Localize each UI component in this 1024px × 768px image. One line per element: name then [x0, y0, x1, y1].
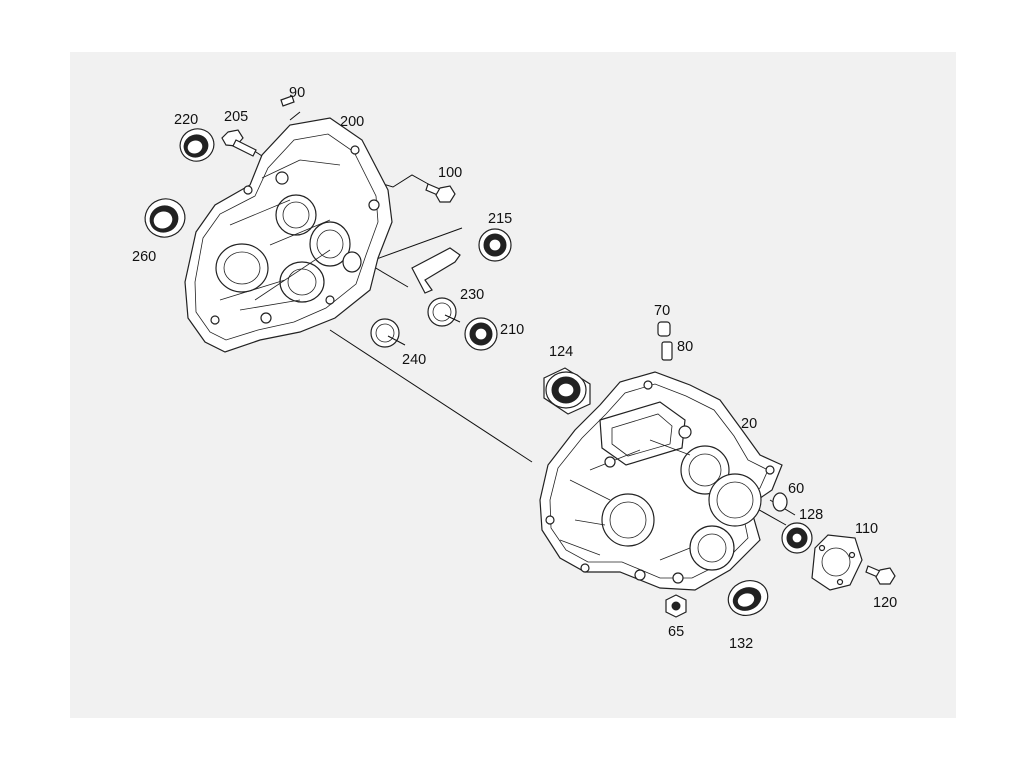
bearing-128 — [781, 522, 813, 554]
plug-60 — [772, 492, 788, 512]
bracket-230 — [411, 247, 461, 327]
callout-70: 70 — [654, 303, 670, 319]
disc-240 — [370, 318, 406, 348]
diagram-background — [70, 52, 956, 718]
callout-124: 124 — [549, 344, 573, 360]
bearing-124 — [543, 367, 591, 415]
callout-240: 240 — [402, 352, 426, 368]
callout-110: 110 — [855, 521, 878, 537]
nut-65 — [665, 594, 687, 618]
cover-110 — [811, 534, 863, 591]
bolt-120 — [865, 565, 896, 585]
callout-210: 210 — [500, 322, 524, 338]
callout-20: 20 — [741, 416, 757, 432]
callout-260: 260 — [132, 249, 156, 265]
plug-80 — [661, 341, 673, 361]
seal-260 — [144, 198, 186, 238]
seal-220 — [179, 128, 215, 162]
plug-70 — [657, 321, 671, 337]
callout-100: 100 — [438, 165, 462, 181]
rear-housing-20 — [539, 371, 783, 591]
callout-90: 90 — [289, 85, 305, 101]
callout-205: 205 — [224, 109, 248, 125]
callout-128: 128 — [799, 507, 823, 523]
callout-120: 120 — [873, 595, 897, 611]
seal-132 — [727, 580, 769, 616]
callout-60: 60 — [788, 481, 804, 497]
callout-132: 132 — [729, 636, 753, 652]
bearing-210 — [464, 317, 498, 351]
callout-215: 215 — [488, 211, 512, 227]
callout-200: 200 — [340, 114, 364, 130]
callout-65: 65 — [668, 624, 684, 640]
callout-labels: 90 220 205 200 100 215 260 230 210 240 7… — [132, 85, 897, 652]
callout-220: 220 — [174, 112, 198, 128]
front-housing-200 — [184, 117, 393, 353]
pin-90 — [280, 95, 295, 107]
callout-230: 230 — [460, 287, 484, 303]
callout-80: 80 — [677, 339, 693, 355]
bolt-100 — [425, 183, 456, 203]
bolt-205 — [221, 129, 257, 157]
bearing-215 — [478, 228, 512, 262]
